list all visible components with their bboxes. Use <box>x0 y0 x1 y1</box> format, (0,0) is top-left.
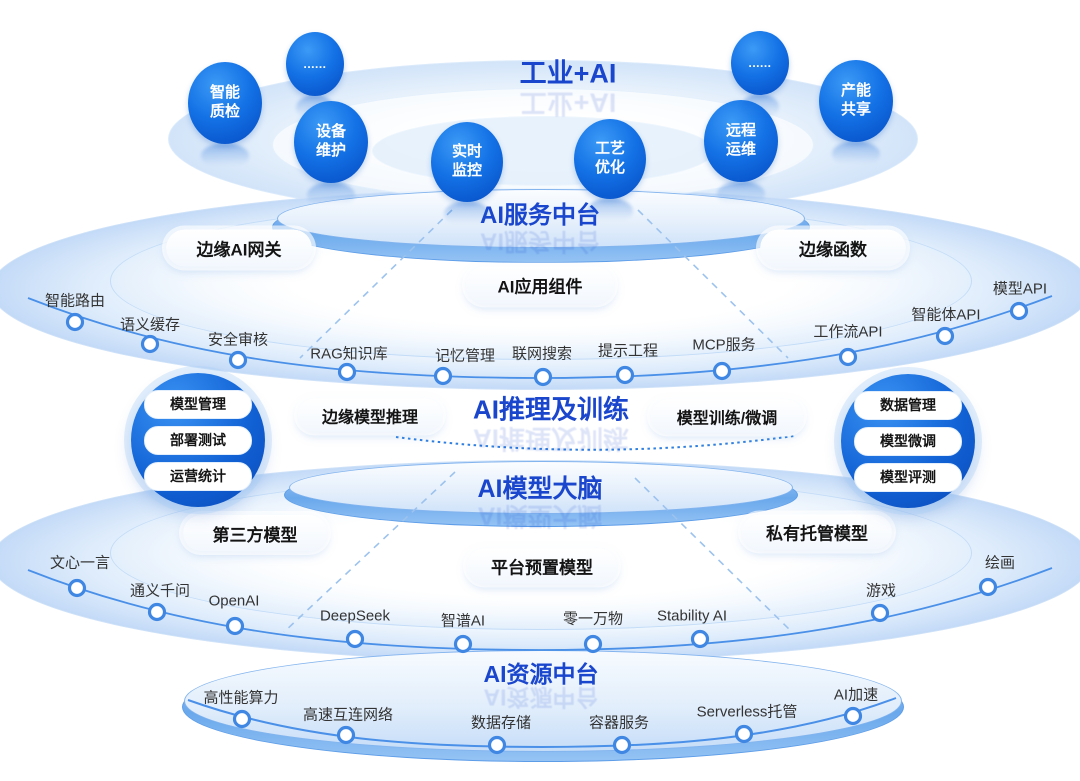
inference-layer-title-text: AI推理及训练 <box>472 394 630 425</box>
service-ring-label: 智能体API <box>911 306 981 324</box>
bubble-remote-operations: 远程运维 <box>704 100 778 208</box>
model-ring-label: 绘画 <box>984 554 1016 572</box>
service-ring-label: 联网搜索 <box>511 345 573 363</box>
bubble-reflection <box>307 182 355 209</box>
bubble-equipment-maintenance: 设备维护 <box>294 101 368 209</box>
bubble-reflection <box>741 94 779 121</box>
inference-layer-title: AI推理及训练 AI推理及训练 <box>472 394 630 454</box>
service-ring-label: 提示工程 <box>597 342 659 360</box>
model-ring-label: 智谱AI <box>440 612 486 630</box>
resource-ring-label: 高速互连网络 <box>302 706 394 724</box>
bubble-reflection <box>832 141 880 168</box>
ai-app-components-pill: AI应用组件 <box>466 266 614 304</box>
bubble-capacity-sharing: 产能共享 <box>819 60 893 168</box>
service-ring-label: 模型API <box>992 280 1048 298</box>
service-ring-label: MCP服务 <box>692 336 756 354</box>
edge-function-pill: 边缘函数 <box>760 229 906 267</box>
bubble-process-optimization: 工艺优化 <box>574 119 646 225</box>
model-ring-label: 零一万物 <box>562 610 624 628</box>
resource-ring-label: AI加速 <box>833 686 879 704</box>
bubble-dots-left: ...... <box>286 32 344 122</box>
model-ring-label: 通义千问 <box>129 582 191 600</box>
resource-layer-title: AI资源中台 AI资源中台 <box>483 661 599 711</box>
resource-ring-label: 高性能算力 <box>203 689 279 707</box>
service-ring-label: 安全审核 <box>207 331 269 349</box>
edge-ai-gateway-pill: 边缘AI网关 <box>166 229 312 267</box>
service-layer-title: AI服务中台 AI服务中台 <box>480 201 600 255</box>
edge-model-inference-pill: 边缘模型推理 <box>298 398 442 432</box>
resource-ring-label: 容器服务 <box>588 714 650 732</box>
circle-pill: 模型微调 <box>854 426 962 456</box>
service-ring-label: 记忆管理 <box>434 347 496 365</box>
industry-ai-title: 工业+AI 工业+AI <box>519 58 617 118</box>
bubble-reflection <box>201 143 249 170</box>
model-layer-title: AI模型大脑 AI模型大脑 <box>477 474 603 530</box>
private-hosted-models-pill: 私有托管模型 <box>742 514 892 550</box>
model-ring-label: 游戏 <box>865 582 897 600</box>
model-layer-title-text: AI模型大脑 <box>477 474 603 503</box>
service-ring-label: 智能路由 <box>44 292 106 310</box>
circle-pill: 模型评测 <box>854 462 962 492</box>
service-ring-label: 语义缓存 <box>119 316 181 334</box>
third-party-models-pill: 第三方模型 <box>183 515 327 551</box>
bubble-reflection <box>586 198 634 225</box>
resource-ring-label: 数据存储 <box>470 714 532 732</box>
resource-ring-label: Serverless托管 <box>696 703 798 721</box>
model-ring-label: OpenAI <box>208 592 260 610</box>
industry-ai-title-text: 工业+AI <box>519 58 617 89</box>
platform-preset-models-pill: 平台预置模型 <box>467 548 617 584</box>
stage-ripple <box>372 116 714 186</box>
service-ring-label: 工作流API <box>813 323 883 341</box>
bubble-reflection <box>717 181 765 208</box>
circle-pill: 部署测试 <box>144 425 252 455</box>
resource-layer-title-text: AI资源中台 <box>483 661 599 688</box>
model-ops-circle: 模型管理 部署测试 运营统计 <box>131 373 265 507</box>
bubble-dots-right: ...... <box>731 31 789 121</box>
circle-pill: 数据管理 <box>854 390 962 420</box>
bubble-smart-quality-inspection: 智能质检 <box>188 62 262 170</box>
service-layer-title-text: AI服务中台 <box>480 201 600 229</box>
model-ring-label: DeepSeek <box>319 607 391 625</box>
model-ring-label: 文心一言 <box>49 554 111 572</box>
bubble-realtime-monitoring: 实时监控 <box>431 122 503 228</box>
circle-pill: 运营统计 <box>144 461 252 491</box>
model-training-finetune-pill: 模型训练/微调 <box>651 399 803 433</box>
model-ring-label: Stability AI <box>656 607 728 625</box>
service-ring-label: RAG知识库 <box>310 345 388 363</box>
circle-pill: 模型管理 <box>144 389 252 419</box>
data-ops-circle: 数据管理 模型微调 模型评测 <box>841 374 975 508</box>
